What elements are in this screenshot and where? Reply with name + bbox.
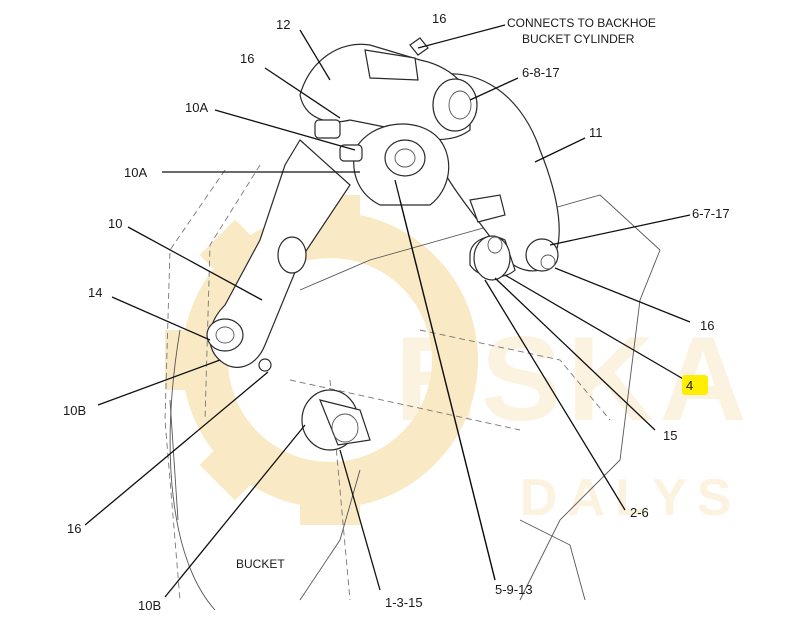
pin-2-6-assembly bbox=[469, 194, 516, 281]
bucket-outline bbox=[164, 164, 661, 611]
callout-10b-lower: 10B bbox=[138, 598, 161, 613]
callout-5-9-13: 5-9-13 bbox=[495, 582, 533, 597]
watermark-line2: DALYS bbox=[520, 469, 741, 527]
callout-12: 12 bbox=[276, 17, 290, 32]
bolt-16-top bbox=[409, 37, 429, 56]
callout-2-6: 2-6 bbox=[630, 505, 649, 520]
gear-teeth bbox=[165, 195, 360, 525]
callout-16-lower-left: 16 bbox=[67, 521, 81, 536]
callout-10a-upper: 10A bbox=[185, 100, 208, 115]
callout-10a-lower: 10A bbox=[124, 165, 147, 180]
callout-4-highlight bbox=[682, 375, 708, 395]
pin-5-9-13 bbox=[384, 139, 426, 177]
callout-14: 14 bbox=[88, 285, 102, 300]
callout-11: 11 bbox=[589, 125, 603, 140]
callout-10b-upper: 10B bbox=[63, 403, 86, 418]
pin-hole-6-7-17 bbox=[525, 238, 559, 272]
note-backhoe-line1: CONNECTS TO BACKHOE bbox=[507, 16, 656, 30]
note-backhoe-line2: BUCKET CYLINDER bbox=[522, 32, 635, 46]
pin-1-3-15-assembly bbox=[301, 389, 371, 451]
callout-1-3-15: 1-3-15 bbox=[385, 595, 423, 610]
watermark-logo: ESKA DALYS bbox=[165, 195, 746, 527]
pin-14 bbox=[206, 318, 244, 352]
callout-10: 10 bbox=[108, 216, 122, 231]
callout-15: 15 bbox=[663, 428, 677, 443]
callout-6-7-17: 6-7-17 bbox=[692, 206, 730, 221]
callout-16-top: 16 bbox=[432, 11, 446, 26]
callout-16-right: 16 bbox=[700, 318, 714, 333]
leader-lines bbox=[84, 24, 691, 598]
note-bucket: BUCKET bbox=[236, 557, 285, 571]
callout-16-upper-left: 16 bbox=[240, 51, 254, 66]
pin-6-8-17 bbox=[432, 78, 478, 132]
callout-4: 4 bbox=[686, 378, 693, 393]
callout-6-8-17: 6-8-17 bbox=[522, 65, 560, 80]
